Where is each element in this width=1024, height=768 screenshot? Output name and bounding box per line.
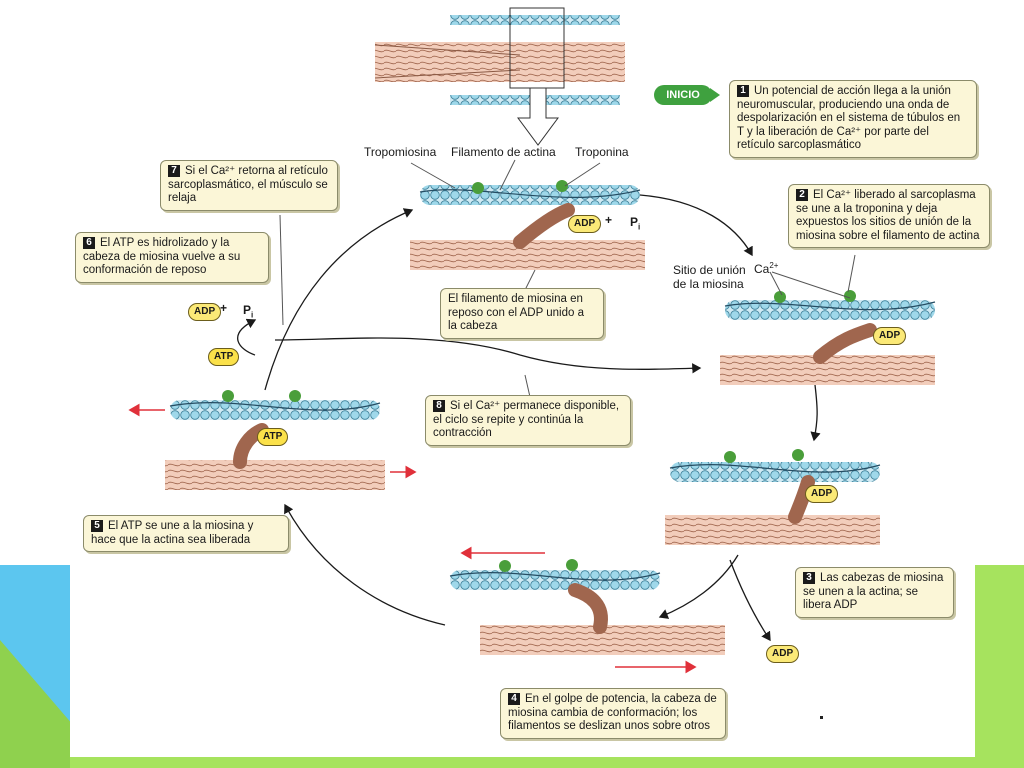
step-8-number: 8 (433, 400, 445, 412)
adp-badge-hydrolysis: ADP (188, 303, 222, 321)
step-5-number: 5 (91, 520, 103, 532)
step-3-text: Las cabezas de miosina se unen a la acti… (803, 572, 944, 611)
adp-badge-calcium: ADP (873, 327, 907, 345)
plus-resting: + (605, 213, 613, 227)
label-calcium-charge: 2+ (769, 261, 779, 270)
step-7-text: Si el Ca²⁺ retorna al retículo sarcoplas… (168, 165, 328, 204)
pi-resting: Pi (630, 215, 640, 234)
label-tropomyosin: Tropomiosina (364, 145, 437, 159)
pi-hydrolysis-label: P (243, 303, 252, 317)
label-troponin: Troponina (575, 145, 629, 159)
step-6-text: El ATP es hidrolizado y la cabeza de mio… (83, 237, 241, 276)
sarcomere-illustration (374, 7, 625, 146)
sliding-arrows (128, 403, 697, 674)
label-actin-filament: Filamento de actina (451, 145, 556, 159)
background-bottom-band (70, 755, 975, 768)
start-arrow-icon (710, 88, 720, 102)
label-calcium: Ca2+ (754, 259, 778, 276)
atp-badge-bound: ATP (257, 428, 289, 446)
step-1-text: Un potencial de acción llega a la unión … (737, 85, 961, 151)
stage-resting (410, 180, 645, 270)
label-binding-site-line1: Sitio de unión (673, 263, 746, 277)
pi-hydrolysis-sub: i (251, 310, 254, 320)
step-5-text: El ATP se une a la miosina y hace que la… (91, 520, 254, 546)
stage-attached (665, 449, 881, 545)
callout-pointers (279, 159, 856, 398)
stray-dot (820, 716, 823, 719)
start-badge: INICIO (654, 85, 712, 105)
step-4-number: 4 (508, 693, 520, 705)
background-green-band (975, 565, 1024, 768)
pi-resting-label: P (630, 215, 639, 229)
resting-caption: El filamento de miosina en reposo con el… (440, 288, 604, 339)
stage-calcium-bound (720, 290, 936, 385)
cycle-arrows (237, 194, 821, 642)
step-2-number: 2 (796, 189, 808, 201)
plus-hydrolysis: + (220, 301, 228, 315)
label-binding-site: Sitio de unión de la miosina (673, 263, 746, 291)
label-binding-site-line2: de la miosina (673, 277, 744, 291)
adp-badge-attached: ADP (805, 485, 839, 503)
pi-resting-sub: i (638, 222, 641, 232)
step-6-number: 6 (83, 237, 95, 249)
step-2-text: El Ca²⁺ liberado al sarcoplasma se une a… (796, 189, 980, 242)
step-4-text: En el golpe de potencia, la cabeza de mi… (508, 693, 717, 732)
adp-badge-released: ADP (766, 645, 800, 663)
label-calcium-symbol: Ca (754, 262, 770, 276)
step-3-number: 3 (803, 572, 815, 584)
atp-badge-free: ATP (208, 348, 240, 366)
step-8-text: Si el Ca²⁺ permanece disponible, el cicl… (433, 400, 620, 439)
step-1-number: 1 (737, 85, 749, 97)
step-7-number: 7 (168, 165, 180, 177)
adp-badge-resting: ADP (568, 215, 602, 233)
stage-power-stroke (449, 559, 725, 655)
pi-hydrolysis: Pi (243, 303, 253, 322)
